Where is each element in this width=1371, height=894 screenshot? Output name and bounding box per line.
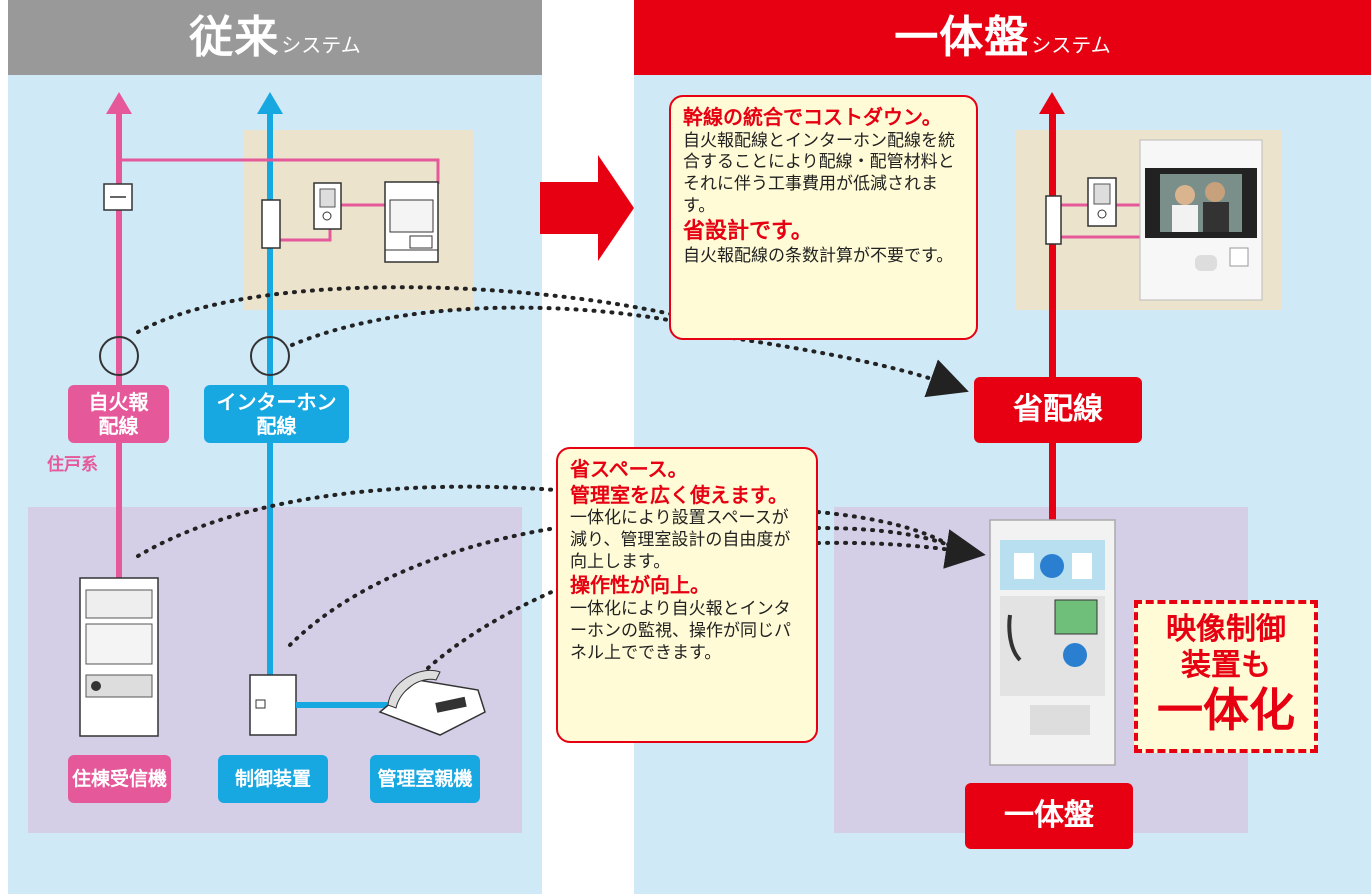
- leader-fire-wire-to-callout: [136, 285, 682, 334]
- leader-callout-to-panel-c: [816, 529, 986, 569]
- integrated-wire-line: [1049, 110, 1056, 530]
- management-master-label: 管理室親機: [370, 755, 480, 803]
- callout-mid-body2: 一体化により自火報とインターホンの監視、操作が同じパネル上でできます。: [570, 599, 791, 663]
- fire-wire-line: [116, 110, 122, 590]
- fire-branch-line: [122, 158, 440, 184]
- intercom-wire-callout-circle-icon: [250, 336, 290, 376]
- conventional-title: 従来: [189, 12, 280, 63]
- intercom-branch-line: [273, 225, 332, 242]
- integrated-wire-arrowhead-icon: [1039, 92, 1065, 114]
- video-badge-line2: 装置も: [1181, 648, 1271, 683]
- building-receiver-label: 住棟受信機: [68, 755, 171, 803]
- intercom-wire-arrowhead-icon: [257, 92, 283, 114]
- callout-top-body2: 自火報配線の条数計算が不要です。: [683, 245, 954, 266]
- callout-top-heading1: 幹線の統合でコストダウン。: [683, 105, 942, 129]
- leader-receiver-to-callout: [136, 484, 558, 558]
- conventional-title-sub: システム: [281, 33, 361, 57]
- callout-top-heading2: 省設計です。: [683, 218, 813, 244]
- control-device-label: 制御装置: [218, 755, 328, 803]
- integrated-title-sub: システム: [1031, 33, 1111, 57]
- space-saving-callout: 省スペース。 管理室を広く使えます。 一体化により設置スペースが減り、管理室設計…: [556, 447, 818, 743]
- fire-wire-callout-circle-icon: [99, 336, 139, 376]
- fire-wire-label-line1: 自火報: [88, 390, 149, 414]
- video-badge-line1: 映像制御: [1166, 612, 1286, 647]
- leader-callout-to-panel-b: [816, 526, 962, 552]
- callout-mid-heading3: 操作性が向上。: [570, 573, 710, 598]
- leader-master-to-callout: [426, 588, 558, 670]
- control-device-icon: [249, 674, 297, 736]
- dwelling-system-label: 住戸系: [47, 455, 98, 475]
- callout-mid-body1: 一体化により設置スペースが減り、管理室設計の自由度が向上します。: [570, 508, 791, 572]
- transition-arrow-icon: [540, 155, 634, 261]
- leader-control-to-callout: [288, 526, 558, 647]
- fire-junction-box-icon: [103, 183, 133, 211]
- video-control-integrated-badge: 映像制御 装置も 一体化: [1134, 600, 1318, 753]
- reduced-wiring-label: 省配線: [974, 377, 1142, 443]
- fire-wire-label-line2: 配線: [98, 414, 139, 438]
- integrated-junction-box-icon: [1045, 195, 1062, 245]
- intercom-wire-label-line2: 配線: [256, 414, 297, 438]
- integrated-title: 一体盤: [894, 12, 1030, 63]
- conventional-header: 従来システム: [8, 0, 542, 75]
- fire-wire-label: 自火報 配線: [68, 385, 169, 443]
- intercom-junction-box-icon: [261, 199, 281, 249]
- cost-down-callout: 幹線の統合でコストダウン。 自火報配線とインターホン配線を統合することにより配線…: [669, 95, 978, 340]
- callout-mid-heading1: 省スペース。: [570, 457, 688, 481]
- intercom-wire-label-line1: インターホン: [216, 390, 337, 414]
- fire-wire-arrowhead-icon: [106, 92, 132, 114]
- intercom-wire-label: インターホン 配線: [204, 385, 349, 443]
- callout-top-body1: 自火報配線とインターホン配線を統合することにより配線・配管材料とそれに伴う工事費…: [683, 130, 955, 216]
- integrated-header: 一体盤システム: [634, 0, 1371, 75]
- callout-mid-heading2: 管理室を広く使えます。: [570, 482, 788, 507]
- integrated-panel-label: 一体盤: [965, 783, 1133, 849]
- video-badge-line3: 一体化: [1157, 683, 1295, 737]
- leader-intercom-wire-to-callout: [290, 305, 682, 347]
